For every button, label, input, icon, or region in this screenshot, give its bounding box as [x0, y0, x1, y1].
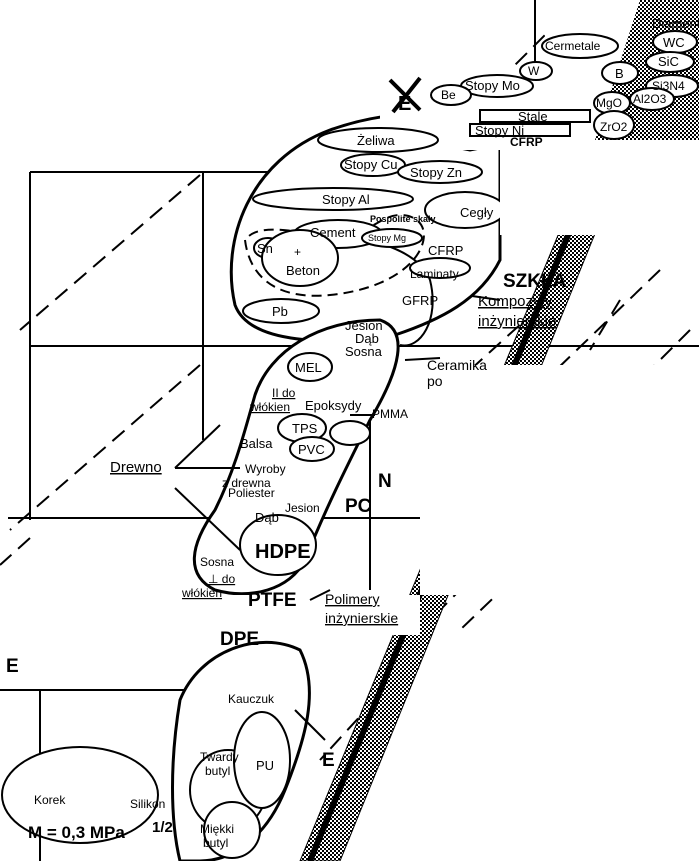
label-dpe: DPE — [220, 629, 259, 650]
label-stopy-mo: Stopy Mo — [465, 78, 520, 93]
label-b: B — [615, 66, 624, 81]
label-butyl-2: butyl — [203, 836, 228, 850]
label-wyroby: Wyroby — [245, 462, 286, 476]
label-laminaty: Laminaty — [410, 267, 459, 281]
label-n: N — [378, 471, 392, 492]
label-kauczuk: Kauczuk — [228, 692, 275, 706]
label-kompozyty: Kompozyty — [478, 293, 553, 310]
label-po: po — [427, 373, 443, 389]
label-twardy: Twardy — [200, 750, 239, 764]
label-tps: TPS — [292, 421, 318, 436]
label-sosna-2: Sosna — [200, 555, 234, 569]
label-cermetale: Cermetale — [545, 39, 601, 53]
material-ellipses — [1, 30, 699, 859]
label-dab-1: Dąb — [355, 331, 379, 346]
label-e-top: E — [398, 93, 411, 115]
label-pu: PU — [256, 758, 274, 773]
label-sosna-1: Sosna — [345, 344, 383, 359]
label-pospolite: Pospolite skały — [370, 214, 436, 224]
label-stopy-cu: Stopy Cu — [344, 157, 397, 172]
label-wc: WC — [663, 35, 685, 50]
label-stale: Stale — [518, 109, 548, 124]
label-si3n4: Si3N4 — [652, 79, 685, 93]
label-pb: Pb — [272, 304, 288, 319]
label-e-right: E — [322, 750, 335, 771]
label-e-left: E — [6, 656, 19, 677]
label-stopy-al: Stopy Al — [322, 192, 370, 207]
label-m-eq: M = 0,3 MPa — [28, 823, 125, 842]
label-balsa: Balsa — [240, 436, 273, 451]
label-ceramika: Ceramika — [427, 357, 487, 373]
label-wlokien-1: włókien — [249, 400, 290, 414]
label-hdpe: HDPE — [255, 541, 311, 563]
label-mgo: MgO — [596, 96, 622, 110]
label-zeliwa: Żeliwa — [357, 133, 395, 148]
label-butyl-1: butyl — [205, 764, 230, 778]
label-al2o3: Al2O3 — [633, 92, 667, 106]
label-inzynierskie-1: inżynierskie — [478, 313, 556, 330]
label-z-drewna: z drewna — [222, 476, 271, 490]
label-miekki: Miękki — [200, 822, 234, 836]
label-beton: Beton — [286, 263, 320, 278]
label-korek: Korek — [34, 793, 66, 807]
label-silikon: Silikon — [130, 797, 165, 811]
label-sic: SiC — [658, 54, 679, 69]
label-epoksydy: Epoksydy — [305, 398, 362, 413]
white-masks — [0, 140, 699, 635]
label-drewno: Drewno — [110, 459, 162, 476]
label-ptfe: PTFE — [248, 590, 297, 611]
label-pvc: PVC — [298, 442, 325, 457]
text-labels: Diament Cermetale WC SiC W B Si3N4 Stopy… — [6, 16, 699, 850]
label-mel: MEL — [295, 360, 322, 375]
label-cfrp: CFRP — [428, 243, 463, 258]
label-stopy-ni: Stopy Ni — [475, 123, 524, 138]
label-half: 1/2 — [152, 819, 173, 836]
label-cement: Cement — [310, 225, 356, 240]
label-stopy-mg: Stopy Mg — [368, 233, 406, 243]
label-diament: Diament — [652, 16, 699, 31]
label-gfrp: GFRP — [402, 293, 438, 308]
label-wlokien-2: włókien — [181, 586, 222, 600]
label-szkla: SZKŁA — [503, 271, 567, 292]
label-plus: + — [294, 245, 301, 259]
label-stopy-zn: Stopy Zn — [410, 165, 462, 180]
leader-lines — [174, 295, 501, 741]
label-w: W — [528, 64, 540, 78]
label-zro2: ZrO2 — [600, 120, 628, 134]
label-jesion-2: Jesion — [285, 501, 320, 515]
label-pmma: PMMA — [372, 407, 408, 421]
label-be: Be — [441, 88, 456, 102]
label-jesion-1: Jesion — [345, 318, 383, 333]
label-cegly: Cegły — [460, 205, 494, 220]
label-dab-2: Dąb — [255, 510, 279, 525]
label-perp-do: ⊥ do — [208, 572, 235, 586]
label-sn: Sn — [257, 241, 273, 256]
label-pc: PC — [345, 496, 372, 517]
label-inzynierskie-2: inżynierskie — [325, 610, 398, 626]
label-poliester: Poliester — [228, 486, 275, 500]
label-polimery: Polimery — [325, 591, 379, 607]
label-cfrp-top: CFRP — [510, 135, 543, 149]
label-ii-do: II do — [272, 386, 296, 400]
